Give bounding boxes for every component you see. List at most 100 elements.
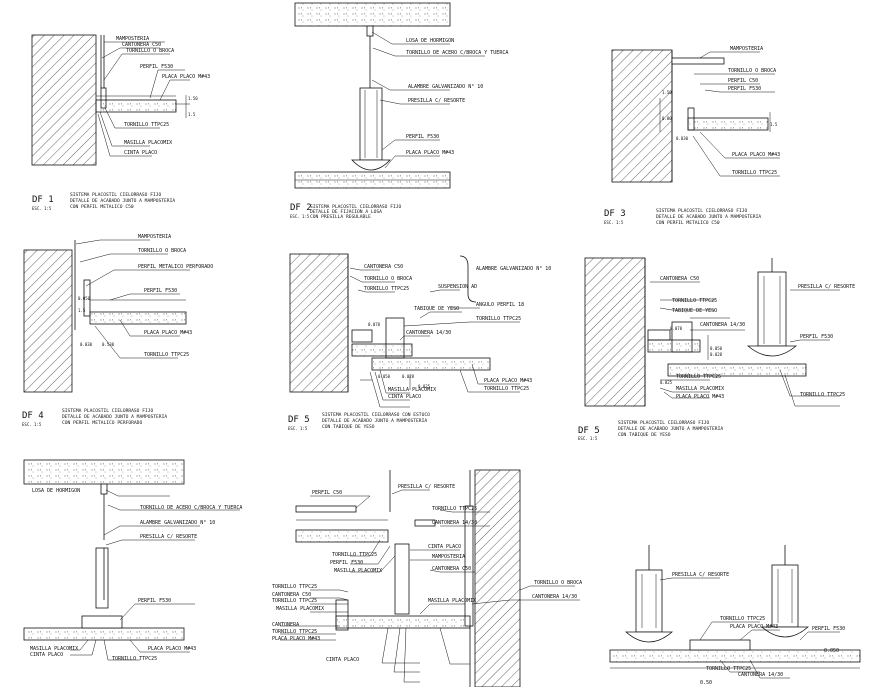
df5a-callout-label: ANGULO PERFIL 18 <box>476 302 524 308</box>
df5a-caption-line: SISTEMA PLACOSTIL CIELORRASO CON ESTUCO <box>322 412 430 418</box>
detail-df3 <box>611 49 780 183</box>
df5b-dimension: 0.028 <box>710 352 723 357</box>
df1-caption-line: DETALLE DE ACABADO JUNTO A MAMPOSTERIA <box>70 198 175 204</box>
df5b-caption-line: SISTEMA PLACOSTIL CIELORRASO FIJO <box>618 420 710 426</box>
ceiling-board <box>89 311 187 325</box>
df5b-callout-label: CANTONERA 14/30 <box>700 322 745 328</box>
df3-scale: ESC. 1:5 <box>604 220 624 225</box>
df4-caption-line: CON PERFIL METALICO PERFORADO <box>62 420 142 426</box>
df5b-callout-label: CANTONERA C50 <box>660 276 699 282</box>
concrete-slab <box>23 459 185 485</box>
df1-callout-label: CINTA PLACO <box>124 150 157 156</box>
df8-callout-label: TORNILLO TTPC25 <box>706 666 751 672</box>
df7-callout-label: CANTONERA 14/30 <box>432 520 477 526</box>
df3-dimension: 0.80 <box>662 116 672 121</box>
df7-callout-label: TORNILLO TTPC25 <box>332 552 377 558</box>
ceiling-board <box>609 649 861 663</box>
df4-dimension: 0.030 <box>80 342 93 347</box>
df7-callout-label: CANTONERA C50 <box>432 566 471 572</box>
df2-callout-label: ALAMBRE GALVANIZADO N° 10 <box>408 84 483 90</box>
df1-caption-line: CON PERFIL METALICO C50 <box>70 204 134 210</box>
df6-callout-label: LOSA DE HORMIGON <box>32 488 80 494</box>
concrete-slab <box>294 2 451 27</box>
df1-callout-label: TORNILLO TTPC25 <box>124 122 169 128</box>
df5b-dimension: 0.078 <box>670 326 683 331</box>
df3-callout-label: PERFIL C50 <box>728 78 758 84</box>
df1-callout-label: MASILLA PLACOMIX <box>124 140 172 146</box>
df2-caption-line: DETALLE DE FIJACION A LOSA <box>310 209 382 215</box>
df5a-callout-label: MASILLA PLACOMIX <box>388 387 436 393</box>
df3-caption-line: SISTEMA PLACOSTIL CIELORRASO FIJO <box>656 208 748 214</box>
df4-callout-label: TORNILLO TTPC25 <box>144 352 189 358</box>
df2-callout-label: PLACA PLACO M#43 <box>406 150 454 156</box>
df3-caption-line: DETALLE DE ACABADO JUNTO A MAMPOSTERIA <box>656 214 761 220</box>
df3-dimension: 1.50 <box>662 90 672 95</box>
df6-callout-label: ALAMBRE GALVANIZADO N° 10 <box>140 520 215 526</box>
df2-callout-label: PRESILLA C/ RESORTE <box>408 98 465 104</box>
df2-callout-label: PERFIL F530 <box>406 134 439 140</box>
detail-df5a <box>289 253 520 408</box>
df5a-callout-label: SUSPENSION AD <box>438 284 477 290</box>
df2-scale: ESC. 1:5 <box>290 214 310 219</box>
df4-caption-line: SISTEMA PLACOSTIL CIELORRASO FIJO <box>62 408 154 414</box>
detail-df6 <box>23 459 240 661</box>
df2-callout-label: TORNILLO DE ACERO C/BROCA Y TUERCA <box>406 50 508 56</box>
df5b-scale: ESC. 1:5 <box>578 436 598 441</box>
df4-callout-label: PERFIL METALICO PERFORADO <box>138 264 213 270</box>
detail-df1 <box>31 34 190 166</box>
df1-title: DF 1 <box>32 195 54 205</box>
ceiling-board <box>371 357 491 371</box>
df7-callout-label: PRESILLA C/ RESORTE <box>398 484 455 490</box>
ceiling-board <box>687 117 769 131</box>
df3-dimension: 0.030 <box>676 136 689 141</box>
df4-title: DF 4 <box>22 411 44 421</box>
wall-masonry <box>611 49 673 183</box>
df5a-scale: ESC. 1:5 <box>288 426 308 431</box>
df7-callout-label: TORNILLO TTPC25 <box>432 506 477 512</box>
df7-callout-label: TORNILLO TTPC25 <box>272 584 317 590</box>
df4-dimension: 0.050 <box>78 296 91 301</box>
df1-callout-label: PLACA PLACO M#43 <box>162 74 210 80</box>
df7-callout-label: TORNILLO TTPC25 <box>272 629 317 635</box>
df4-callout-label: PLACA PLACO M#43 <box>144 330 192 336</box>
df7-callout-label: PERFIL F530 <box>330 560 363 566</box>
df7-callout-label: PERFIL C50 <box>312 490 342 496</box>
df5b-caption-line: CON TABIQUE DE YESO <box>618 432 671 438</box>
df2-title: DF 2 <box>290 203 312 213</box>
ceiling-board <box>667 363 807 377</box>
df3-callout-label: TORNILLO O BROCA <box>728 68 776 74</box>
df5a-callout-label: TORNILLO TTPC25 <box>476 316 521 322</box>
df5b-callout-label: TORNILLO TTPC25 <box>672 298 717 304</box>
df5a-callout-label: ALAMBRE GALVANIZADO N° 10 <box>476 266 551 272</box>
df3-callout-label: MAMPOSTERIA <box>730 46 763 52</box>
df5b-callout-label: TORNILLO TTPC25 <box>800 392 845 398</box>
df7-callout-label: CANTONERA <box>272 622 299 628</box>
detail-df7 <box>280 469 580 688</box>
df6-callout-label: MASILLA PLACOMIX <box>30 646 78 652</box>
df7-callout-label: TORNILLO TTPC25 <box>272 598 317 604</box>
df7-callout-label: CINTA PLACO <box>428 544 461 550</box>
df8-callout-label: 0.050 <box>824 648 839 654</box>
detail-df2 <box>294 2 485 189</box>
df5b-callout-label: PERFIL F530 <box>800 334 833 340</box>
df5b-callout-label: MASILLA PLACOMIX <box>676 386 724 392</box>
df5b-caption-line: DETALLE DE ACABADO JUNTO A MAMPOSTERIA <box>618 426 723 432</box>
df5b-callout-label: PRESILLA C/ RESORTE <box>798 284 855 290</box>
wall-masonry <box>289 253 349 393</box>
df8-callout-label: PLACA PLACO M#43 <box>730 624 778 630</box>
ceiling-board <box>335 615 471 629</box>
df1-callout-label: CANTONERA C50 <box>122 42 161 48</box>
df5a-caption-line: CON TABIQUE DE YESO <box>322 424 375 430</box>
df8-callout-label: TORNILLO TTPC25 <box>720 616 765 622</box>
ceiling-board <box>95 99 177 113</box>
df7-callout-label: MASILLA PLACOMIX <box>334 568 382 574</box>
df8-callout-label: PERFIL F530 <box>812 626 845 632</box>
df4-dimension: 0.530 <box>102 342 115 347</box>
df3-dimension: 1.5 <box>770 122 778 127</box>
df5a-dimension: 0.050 <box>378 374 391 379</box>
wall-masonry <box>23 249 73 393</box>
df3-callout-label: PERFIL F530 <box>728 86 761 92</box>
df4-callout-label: TORNILLO O BROCA <box>138 248 186 254</box>
df7-callout-label: MASILLA PLACOMIX <box>428 598 476 604</box>
